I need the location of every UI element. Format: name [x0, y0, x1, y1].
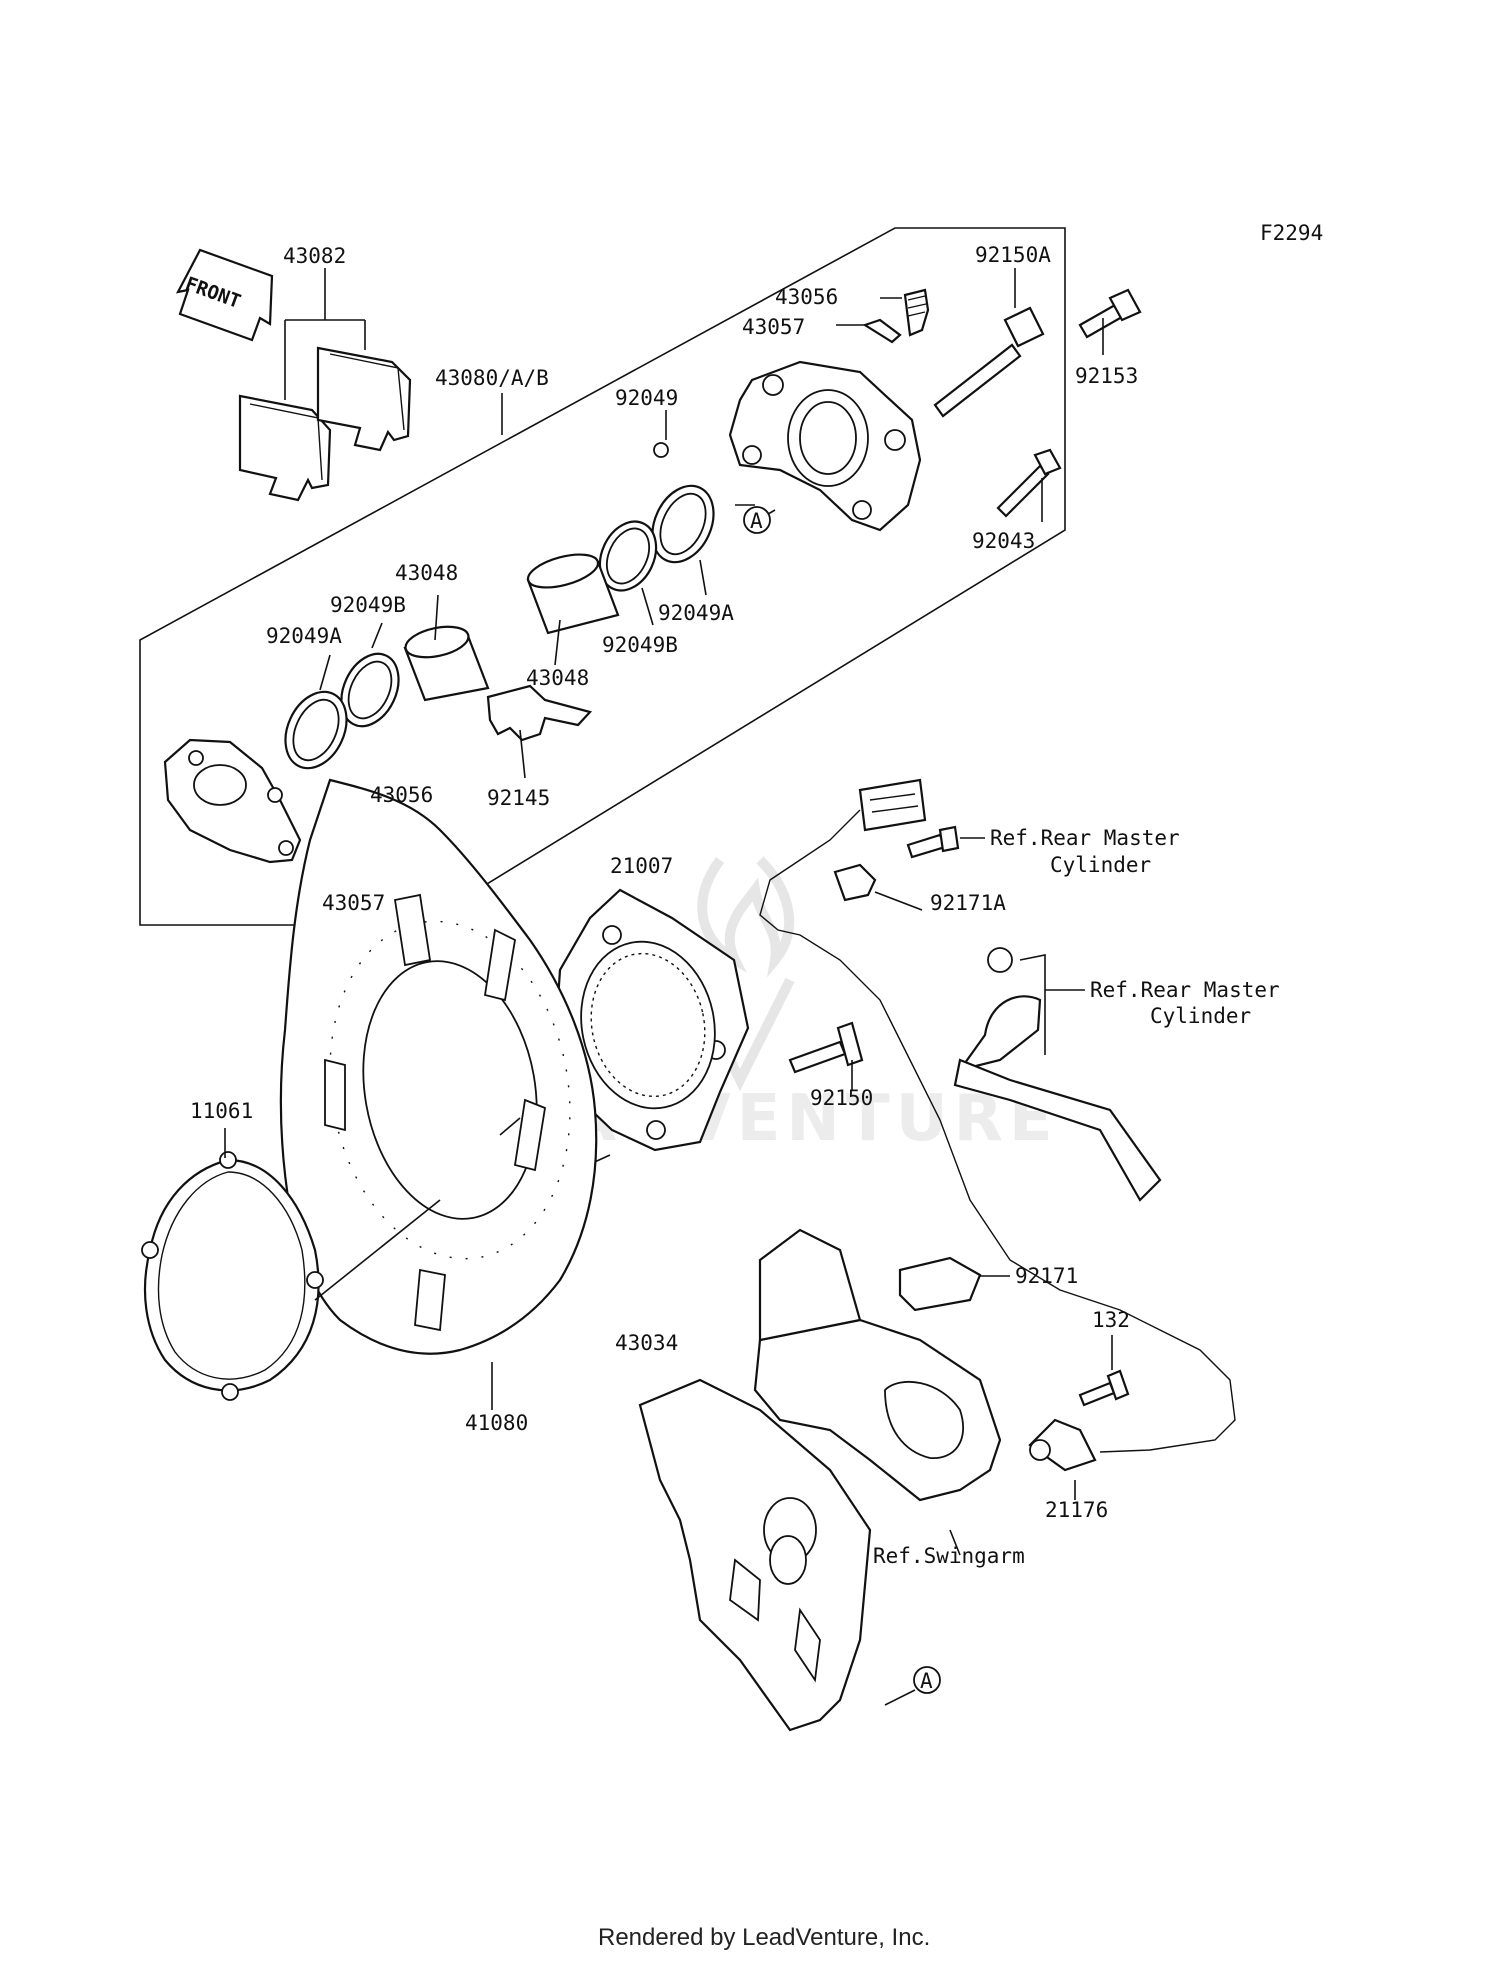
ref-rear-master-1-line2: Cylinder — [1050, 853, 1151, 877]
abs-connector — [759, 778, 1236, 1453]
part-92049B-left: 92049B — [330, 593, 406, 617]
pin-92043 — [996, 448, 1062, 518]
caliper-bracket-43034 — [638, 1378, 872, 1732]
svg-text:A: A — [750, 509, 763, 533]
abs-sensor-21176 — [1028, 1418, 1097, 1472]
bleeder-cap-top — [862, 318, 902, 344]
footer-credit: Rendered by LeadVenture, Inc. — [598, 1924, 930, 1951]
part-43056-top: 43056 — [775, 285, 838, 309]
ref-rear-master-1-line1: Ref.Rear Master — [990, 826, 1180, 850]
bleeder-valve-top — [903, 288, 930, 337]
part-43048-right: 43048 — [526, 666, 589, 690]
part-43034: 43034 — [615, 1331, 678, 1355]
part-43048-left: 43048 — [395, 561, 458, 585]
part-92049A-left: 92049A — [266, 624, 342, 648]
spring-clip-92145 — [486, 684, 593, 742]
part-92171A: 92171A — [930, 891, 1006, 915]
ref-rear-master-2-line1: Ref.Rear Master — [1090, 978, 1280, 1002]
part-132: 132 — [1092, 1308, 1130, 1332]
part-92150A: 92150A — [975, 243, 1051, 267]
bolt-92153 — [1078, 288, 1142, 339]
brake-hose-bracket — [953, 947, 1162, 1202]
marker-a-lower: A — [913, 1666, 941, 1694]
figure-code: F2294 — [1260, 221, 1323, 245]
part-11061: 11061 — [190, 1099, 253, 1123]
part-43057-top: 43057 — [742, 315, 805, 339]
part-92049B-right: 92049B — [602, 633, 678, 657]
brake-pad-inner — [238, 394, 332, 502]
part-92145: 92145 — [487, 786, 550, 810]
clamp-92171A — [833, 863, 877, 902]
abs-sensor-ring-21007 — [554, 888, 750, 1152]
part-21007: 21007 — [610, 854, 673, 878]
bracket-92171 — [898, 1256, 982, 1312]
bolt-132 — [1078, 1369, 1130, 1407]
part-43056-bottom: 43056 — [370, 783, 433, 807]
part-92043: 92043 — [972, 529, 1035, 553]
part-43082: 43082 — [283, 244, 346, 268]
svg-text:A: A — [920, 1669, 933, 1693]
bolt-rear-master — [906, 833, 947, 859]
part-21176: 21176 — [1045, 1498, 1108, 1522]
part-92049: 92049 — [615, 386, 678, 410]
part-92049A-right: 92049A — [658, 601, 734, 625]
gasket-11061 — [141, 1151, 324, 1401]
caliper-body-upper — [728, 360, 922, 532]
swingarm-ref — [753, 1228, 1002, 1502]
marker-a-upper: A — [743, 506, 771, 534]
piston-43048-left — [403, 625, 490, 702]
caliper-body-lower — [163, 738, 302, 864]
part-43080: 43080/A/B — [435, 366, 549, 390]
part-41080: 41080 — [465, 1411, 528, 1435]
ref-swingarm: Ref.Swingarm — [873, 1544, 1025, 1568]
bolt-92150 — [788, 1021, 864, 1074]
brake-disc-41080 — [279, 778, 598, 1355]
part-92150: 92150 — [810, 1086, 873, 1110]
brake-pad-outer — [316, 346, 412, 452]
front-arrow-icon: FRONT — [175, 248, 274, 342]
piston-43048-right — [526, 553, 620, 635]
bolt-92150A — [933, 306, 1045, 418]
caliper-assembly-box — [139, 227, 1066, 926]
o-ring-92049 — [653, 442, 669, 458]
part-92153: 92153 — [1075, 364, 1138, 388]
part-92171: 92171 — [1015, 1264, 1078, 1288]
part-43057-bottom: 43057 — [322, 891, 385, 915]
ref-rear-master-2-line2: Cylinder — [1150, 1004, 1251, 1028]
